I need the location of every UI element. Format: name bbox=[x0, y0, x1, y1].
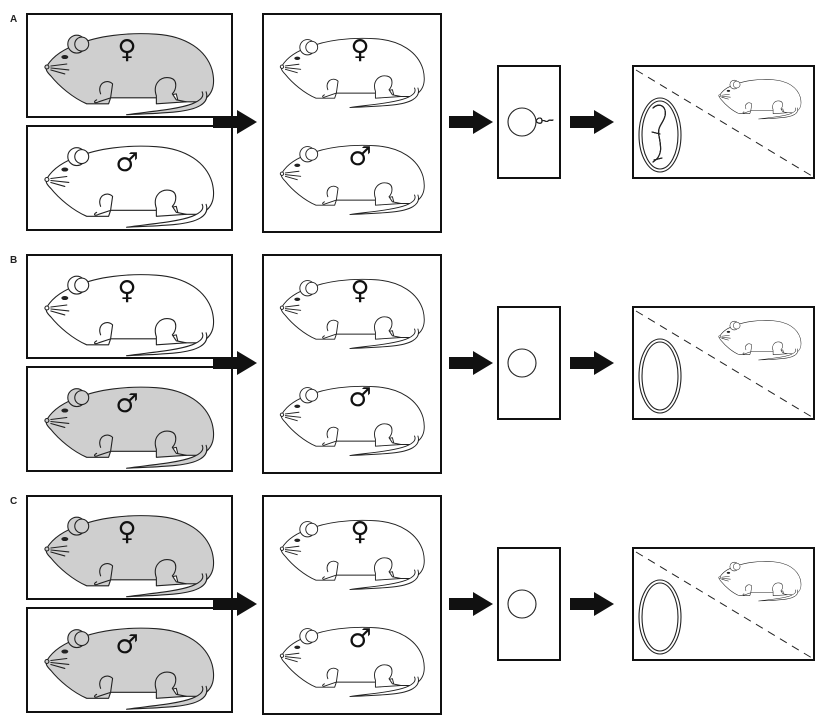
embryo-sac-icon bbox=[638, 338, 682, 414]
embryo-sac-icon bbox=[638, 579, 682, 655]
panel-c: C ♀ ♂ ♀ ♂ bbox=[10, 104, 815, 715]
embryo-sac-inner bbox=[641, 100, 679, 170]
zygote-box bbox=[497, 65, 561, 179]
male-donor-sex-symbol: ♂ bbox=[115, 148, 138, 178]
offspring-female-sex-symbol: ♀ bbox=[350, 35, 369, 65]
female-donor-sex-symbol: ♀ bbox=[117, 35, 136, 65]
egg-icon bbox=[507, 348, 537, 378]
arrow-icon bbox=[570, 592, 614, 616]
male-donor-sex-symbol: ♂ bbox=[115, 389, 138, 419]
zygote-box bbox=[497, 306, 561, 420]
panel-b: B ♀ ♂ ♀ ♂ bbox=[10, 104, 815, 474]
arrow-icon bbox=[449, 110, 493, 134]
offspring-male-sex-symbol: ♂ bbox=[348, 383, 371, 413]
embryo-sac-inner bbox=[641, 582, 679, 652]
zygote-box bbox=[497, 547, 561, 661]
female-donor-sex-symbol: ♀ bbox=[117, 276, 136, 306]
offspring-male-sex-symbol: ♂ bbox=[348, 142, 371, 172]
embryo-sac-icon bbox=[638, 97, 682, 173]
offspring-female-sex-symbol: ♀ bbox=[350, 276, 369, 306]
offspring-female-sex-symbol: ♀ bbox=[350, 517, 369, 547]
embryo-icon bbox=[651, 104, 666, 163]
arrow-icon bbox=[570, 110, 614, 134]
panel-label: A bbox=[10, 14, 17, 25]
female-donor-sex-symbol: ♀ bbox=[117, 517, 136, 547]
arrow-icon bbox=[449, 592, 493, 616]
embryo-sac-inner bbox=[641, 341, 679, 411]
egg-icon bbox=[507, 589, 537, 619]
offspring-male-sex-symbol: ♂ bbox=[348, 624, 371, 654]
egg-icon bbox=[507, 107, 537, 137]
dashed-divider bbox=[635, 310, 813, 418]
arrow-icon bbox=[570, 351, 614, 375]
panel-label: C bbox=[10, 496, 17, 507]
sperm-icon bbox=[535, 117, 554, 124]
panel-label: B bbox=[10, 255, 17, 266]
male-donor-sex-symbol: ♂ bbox=[115, 630, 138, 660]
dashed-divider bbox=[635, 69, 813, 177]
arrow-icon bbox=[449, 351, 493, 375]
dashed-divider bbox=[635, 551, 813, 659]
panel-a: A ♀ ♂ ♀ ♂ bbox=[10, 13, 815, 233]
